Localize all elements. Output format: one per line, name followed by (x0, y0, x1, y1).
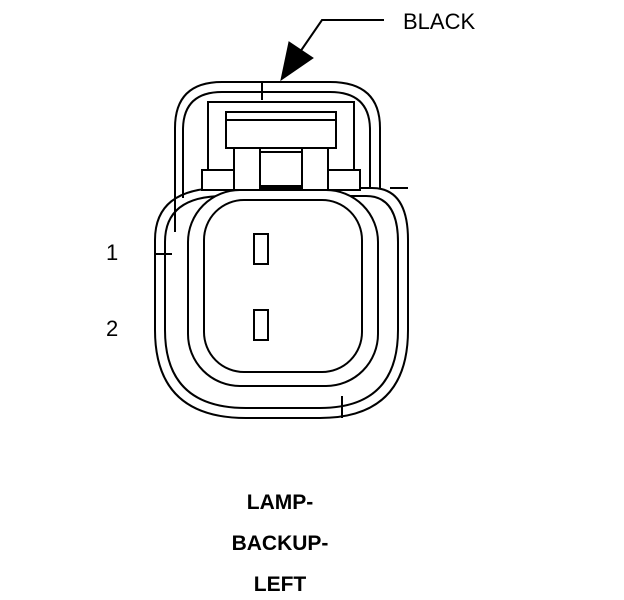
connector-title-line-3: LEFT (253, 573, 307, 596)
latch-right-rail (301, 147, 329, 191)
latch-tab (225, 111, 337, 149)
locking-latch (201, 101, 361, 191)
wire-color-label: BLACK (403, 9, 476, 34)
connector-housing (154, 81, 409, 419)
color-leader (299, 19, 384, 53)
latch-right-step (327, 169, 361, 191)
pin-2-number: 2 (106, 316, 119, 341)
connector-title-line-2: BACKUP- (231, 532, 329, 555)
housing-outer-body (154, 187, 409, 419)
pin-2-terminal (253, 309, 269, 341)
housing-top-outline (174, 81, 381, 232)
leader-arrowhead (280, 41, 314, 82)
connector-title-line-1: LAMP- (246, 491, 314, 514)
housing-inner-ring (164, 195, 399, 409)
pin-1-number: 1 (106, 240, 119, 265)
pin-terminals (253, 233, 269, 341)
cavity-inner-outline (203, 199, 363, 373)
pin-1-terminal (253, 233, 269, 265)
terminal-face (187, 189, 379, 387)
leader-line (299, 19, 384, 53)
latch-left-rail (233, 147, 261, 191)
latch-left-step (201, 169, 235, 191)
housing-top-inner-outline (182, 91, 371, 198)
